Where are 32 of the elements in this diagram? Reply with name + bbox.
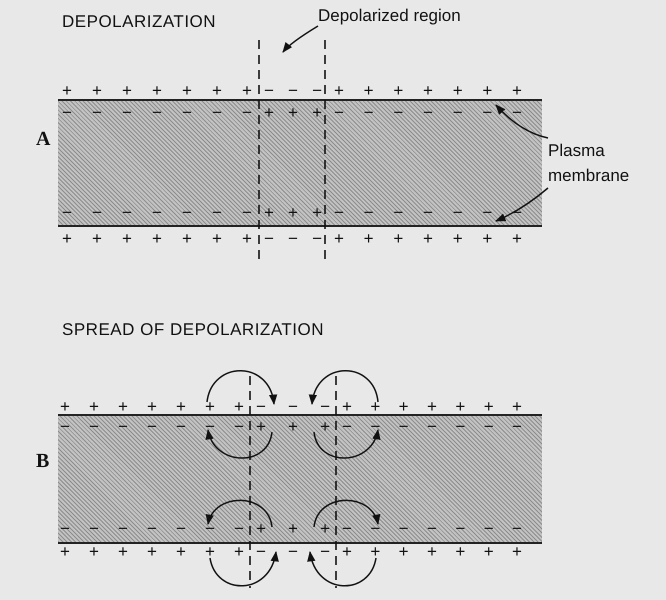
charge-signs: + + + + + + +	[334, 82, 522, 100]
panel-letter: B	[36, 450, 50, 473]
charge-signs: + + + + + + +	[62, 230, 252, 248]
membrane-band	[58, 99, 542, 227]
heading: DEPOLARIZATION	[62, 12, 216, 32]
charge-signs: − − − − − − −	[62, 104, 252, 122]
leader-arrow	[495, 187, 548, 222]
charge-signs: − − − − − − −	[60, 520, 244, 538]
charge-signs: + + +	[256, 418, 330, 436]
charge-signs: + + +	[264, 104, 322, 122]
charge-signs: + + +	[256, 520, 330, 538]
leader-arrow	[282, 25, 318, 53]
heading: SPREAD OF DEPOLARIZATION	[62, 320, 324, 340]
charge-signs: + + + + + + +	[334, 230, 522, 248]
callout-text: Plasma membrane	[548, 138, 658, 188]
panel-letter: A	[36, 128, 50, 151]
charge-signs: − − − − − − −	[334, 104, 522, 122]
charge-signs: + + + + + + +	[342, 398, 522, 416]
charge-signs: + + + + + + +	[60, 398, 244, 416]
charge-signs: + + + + + + +	[342, 543, 522, 561]
charge-signs: − − − − − − −	[342, 520, 522, 538]
charge-signs: + + + + + + +	[62, 82, 252, 100]
charge-signs: − − −	[264, 82, 322, 100]
callout-text: Depolarized region	[318, 6, 461, 26]
charge-signs: − − −	[256, 543, 330, 561]
charge-signs: − − −	[256, 398, 330, 416]
charge-signs: + + +	[264, 204, 322, 222]
charge-signs: − − − − − − −	[342, 418, 522, 436]
charge-signs: − − − − − − −	[60, 418, 244, 436]
charge-signs: − − −	[264, 230, 322, 248]
charge-signs: + + + + + + +	[60, 543, 244, 561]
charge-signs: − − − − − − −	[62, 204, 252, 222]
